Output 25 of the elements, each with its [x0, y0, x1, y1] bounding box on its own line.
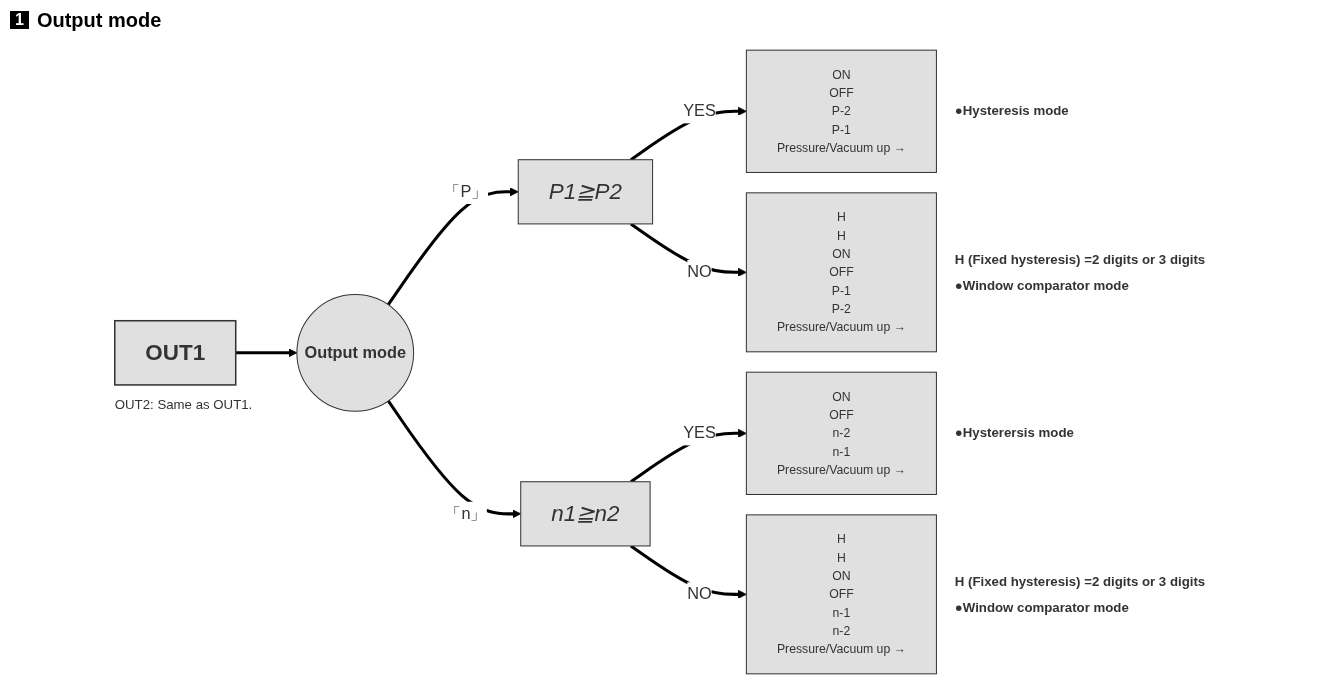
node-box: H H ON OFF P-1 P-2 Pressure/Vacuum up → [745, 192, 937, 353]
edge-label: NO [687, 585, 712, 603]
node-circle: Output mode [296, 293, 415, 412]
node-box: OUT1 [114, 319, 237, 386]
mode-caption: ●Window comparator mode [954, 600, 1129, 616]
edge-label: NO [687, 263, 712, 281]
mode-caption: ●Hysterersis mode [954, 424, 1074, 440]
mode-caption: H (Fixed hysteresis) =2 digits or 3 digits [954, 251, 1206, 267]
arrow [235, 348, 298, 358]
note-text: OUT2: Same as OUT1. [114, 396, 253, 412]
mode-caption: ●Window comparator mode [954, 278, 1129, 294]
node-box: P1≧P2 [517, 159, 654, 225]
arrow [387, 187, 519, 306]
title: Output mode [36, 8, 162, 32]
node-box: ON OFF P-2 P-1 Pressure/Vacuum up → [745, 49, 937, 173]
section-number: 1 [10, 11, 29, 29]
edge-label: YES [683, 424, 716, 442]
edge-label: 「P」 [444, 182, 488, 200]
mode-caption: H (Fixed hysteresis) =2 digits or 3 digits [954, 573, 1206, 589]
node-box: H H ON OFF n-1 n-2 Pressure/Vacuum up → [745, 514, 937, 675]
node-box: n1≧n2 [520, 481, 651, 547]
edge-label: YES [683, 102, 716, 120]
node-box: ON OFF n-2 n-1 Pressure/Vacuum up → [745, 371, 937, 495]
mode-caption: ●Hysteresis mode [954, 102, 1069, 118]
edge-label: 「n」 [445, 504, 487, 522]
